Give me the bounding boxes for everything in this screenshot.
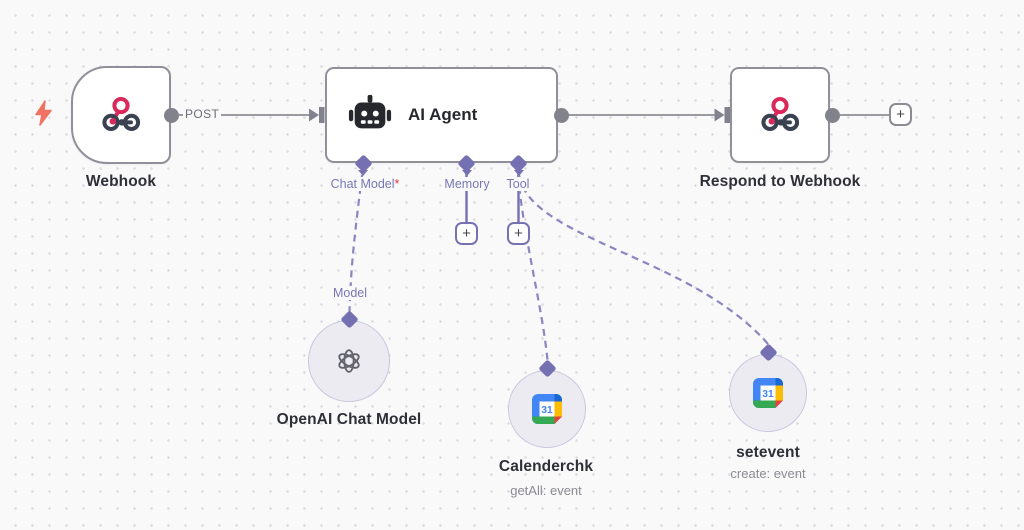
input-port-bar [319, 107, 325, 123]
trigger-bolt-icon [35, 100, 52, 126]
input-port-bar [724, 107, 730, 123]
add-next-node-button[interactable]: + [889, 103, 912, 126]
respond-node-label: Respond to Webhook [699, 173, 861, 190]
robot-icon [348, 94, 392, 129]
webhook-icon [761, 96, 800, 131]
memory-port-arrow-icon [461, 170, 472, 176]
chat-model-port-text: Chat Model [330, 177, 395, 191]
webhook-node-label: Webhook [85, 173, 157, 190]
google-calendar-icon: 31 [532, 394, 562, 424]
calendar-31-glyph: 31 [762, 389, 774, 400]
add-tool-button[interactable]: + [507, 222, 530, 245]
respond-output-port[interactable] [824, 107, 840, 123]
calenderchk-operation-label: getAll: event [510, 483, 582, 498]
add-memory-button[interactable]: + [455, 222, 478, 245]
node-setevent[interactable]: 31 [729, 354, 807, 432]
connection-tool-to-calenderchk[interactable] [516, 174, 549, 361]
required-marker: * [394, 177, 400, 191]
model-port-label: Model [329, 286, 371, 300]
google-calendar-icon: 31 [753, 378, 783, 408]
calendar-31-glyph: 31 [541, 405, 553, 416]
memory-port-label: Memory [441, 177, 493, 191]
node-calenderchk[interactable]: 31 [508, 370, 586, 448]
ai-agent-title: AI Agent [408, 105, 478, 124]
calenderchk-node-label: Calenderchk [498, 458, 594, 475]
connection-label-post: POST [183, 107, 222, 121]
connection-tool-to-setevent[interactable] [517, 174, 769, 345]
connection-arrowhead [309, 108, 319, 122]
chat-model-port-label: Chat Model* [327, 177, 403, 191]
node-ai-agent[interactable]: AI Agent [325, 67, 558, 163]
setevent-node-label: setevent [736, 444, 800, 461]
node-respond-to-webhook[interactable] [730, 67, 830, 163]
connection-arrowhead [714, 108, 725, 122]
ai-agent-output-port[interactable] [553, 107, 569, 123]
webhook-output-port[interactable] [164, 107, 179, 123]
chat-model-port-arrow-icon [358, 170, 368, 176]
tool-port-arrow-icon [513, 170, 524, 176]
setevent-operation-label: create: event [730, 466, 806, 481]
tool-port-label: Tool [503, 177, 533, 191]
webhook-icon [102, 96, 141, 131]
openai-icon [338, 349, 360, 373]
openai-node-label: OpenAI Chat Model [276, 411, 422, 428]
node-webhook[interactable] [71, 66, 171, 164]
node-openai-chat-model[interactable] [308, 320, 390, 402]
